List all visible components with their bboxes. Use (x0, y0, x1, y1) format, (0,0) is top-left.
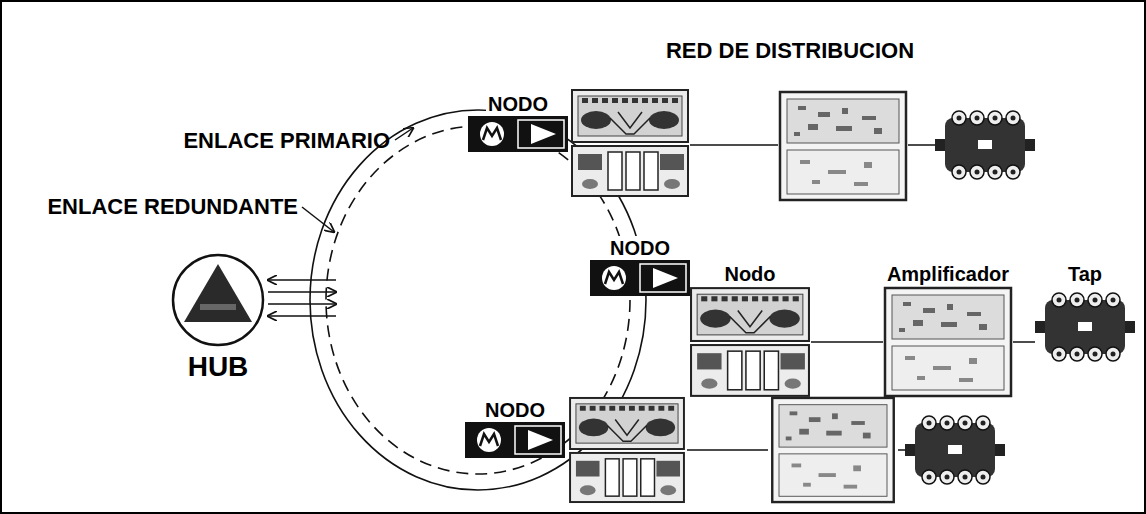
tap-device (935, 111, 1035, 179)
coax-line (811, 341, 883, 343)
section-title: RED DE DISTRIBUCION (620, 38, 960, 64)
tap-device-shape (1035, 286, 1135, 368)
node-device: Nodo (689, 262, 811, 398)
link-label: ENLACE REDUNDANTE (8, 194, 298, 220)
amplifier-device (780, 92, 906, 200)
top-branch (468, 90, 1035, 200)
leader-line (395, 128, 413, 140)
node-label: NODO (483, 398, 547, 422)
optical-node-shape (590, 260, 690, 296)
coax-line (898, 449, 905, 451)
tap-device (905, 416, 1005, 484)
optical-node-symbol (468, 116, 568, 152)
tap-device: Tap (1035, 262, 1135, 368)
optical-node: NODO (590, 236, 690, 296)
amplifier-device: Amplificador (881, 262, 1016, 398)
hub-circle-symbol (173, 255, 263, 345)
coax-line (908, 144, 935, 146)
node-label: Amplificador (885, 262, 1011, 286)
tap-device-symbol (1035, 293, 1135, 361)
node-device (572, 90, 688, 196)
optical-node-symbol (468, 116, 568, 152)
node-device-symbol (691, 288, 809, 396)
node-device-shape (689, 286, 811, 398)
optical-node-symbol (590, 260, 690, 296)
node-label: Tap (1066, 262, 1104, 286)
optical-node-shape (465, 422, 565, 458)
leader-line (302, 207, 334, 232)
hub-circle: HUB (170, 252, 266, 384)
hub-links (268, 280, 336, 316)
amplifier-device (772, 398, 894, 502)
node-device (570, 398, 684, 502)
node-label: NODO (608, 236, 672, 260)
link-label: ENLACE PRIMARIO (118, 128, 390, 154)
node-label: NODO (486, 92, 550, 116)
node-label: Nodo (722, 262, 777, 286)
coax-line (690, 144, 778, 146)
coax-line (1013, 341, 1035, 343)
amplifier-device-shape (883, 286, 1013, 398)
amplifier-device-symbol (885, 288, 1011, 396)
coax-line (687, 449, 768, 451)
optical-node: NODO (465, 398, 565, 458)
optical-node-symbol (465, 422, 565, 458)
bottom-branch (570, 398, 1005, 502)
node-label: HUB (186, 350, 251, 384)
optical-node: NODO (468, 92, 568, 152)
hub-circle-shape (170, 252, 266, 348)
optical-node-shape (468, 116, 568, 152)
